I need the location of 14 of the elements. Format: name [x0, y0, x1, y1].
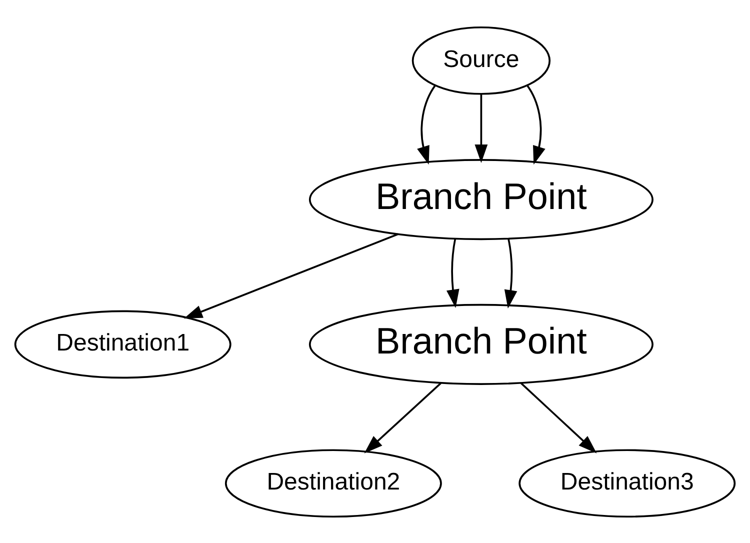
arrow — [417, 84, 436, 164]
arrow — [184, 232, 398, 318]
arrow — [526, 84, 546, 164]
node-ellipse: Destination3 — [518, 448, 736, 518]
node-ellipse: Branch Point — [308, 303, 654, 384]
node-ellipse: Destination1 — [14, 310, 232, 378]
arrow — [474, 94, 488, 162]
arrow — [364, 382, 442, 453]
node-ellipse: Branch Point — [308, 158, 654, 240]
arrow — [446, 238, 460, 308]
arrow — [520, 382, 597, 453]
node-ellipse: Destination2 — [224, 448, 442, 518]
node-ellipse: Source — [412, 26, 551, 94]
arrow — [504, 238, 518, 308]
